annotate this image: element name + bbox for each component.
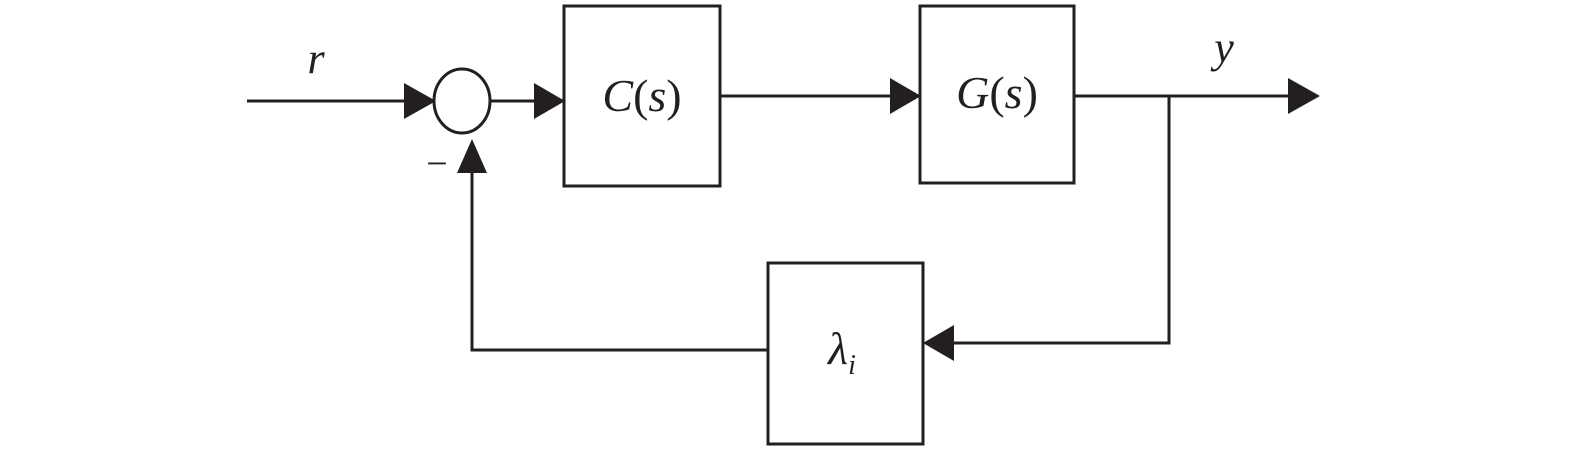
controller-name: C: [602, 70, 634, 121]
feedback-block-input-arrowhead: [923, 325, 954, 361]
output-arrowhead: [1288, 78, 1320, 114]
summing-junction: [432, 67, 492, 135]
feedback-block: [766, 261, 925, 446]
plant-input-arrowhead: [890, 78, 921, 114]
output-signal-label: y: [1210, 23, 1234, 72]
feedback-return-wire: [952, 96, 1171, 345]
controller-input-arrowhead: [534, 83, 565, 119]
input-signal-label: r: [307, 34, 325, 83]
controller-block: [562, 4, 722, 188]
plant-block: [918, 4, 1076, 185]
controller-arg: s: [648, 70, 666, 121]
plant-name: G: [956, 67, 989, 118]
input-arrowhead: [404, 83, 436, 119]
feedback-subscript: i: [848, 350, 856, 381]
plant-arg: s: [1005, 67, 1023, 118]
feedback-label: λi: [826, 323, 856, 381]
junction-feedback-arrowhead: [457, 139, 487, 173]
feedback-symbol: λ: [826, 323, 848, 374]
controller-label: C(s): [602, 70, 681, 121]
plant-label: G(s): [956, 67, 1038, 118]
feedback-to-junction-wire: [470, 170, 768, 352]
feedback-sign-label: −: [426, 143, 447, 185]
